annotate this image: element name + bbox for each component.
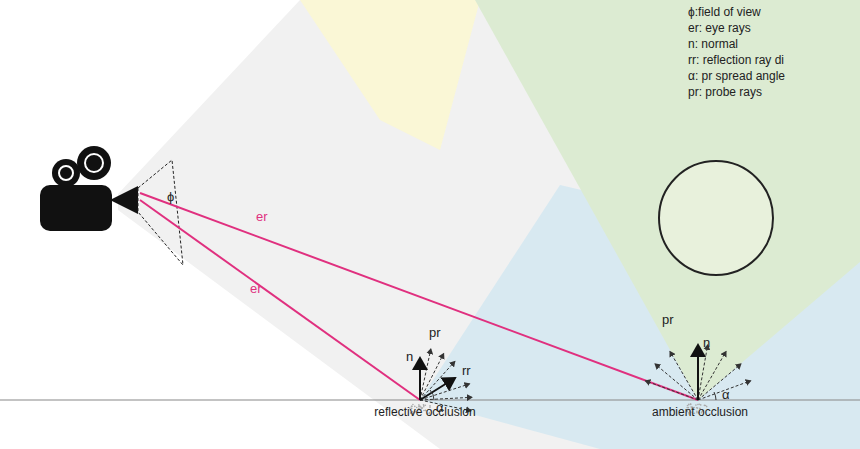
legend-note: α: pr spread angle xyxy=(688,70,785,84)
normal-arrow xyxy=(697,345,699,400)
legend-note: rr: reflection ray di xyxy=(688,54,784,68)
legend-note: pr: probe rays xyxy=(688,86,762,100)
ray-label: er xyxy=(250,282,262,297)
probe-ray xyxy=(420,349,431,400)
angle-label: α xyxy=(722,388,730,403)
probe-ray xyxy=(420,397,472,400)
eye-ray xyxy=(140,200,420,400)
legend-note: n: normal xyxy=(688,38,738,52)
camera xyxy=(40,146,138,231)
probe-rays xyxy=(420,345,751,411)
probe-ray xyxy=(645,381,698,400)
field-of-view xyxy=(138,160,183,265)
angle-arc xyxy=(430,390,434,400)
probe-ray xyxy=(655,364,698,400)
ray-label: er xyxy=(256,210,268,225)
view-cone xyxy=(118,0,860,449)
probe-ray xyxy=(670,352,698,401)
reflection-label: rr xyxy=(462,364,471,379)
fov-symbol: ϕ xyxy=(167,190,174,205)
caption-label: ambient occlusion xyxy=(652,406,748,420)
caption-label: reflective occlusion xyxy=(374,406,475,420)
ambient-cone xyxy=(475,0,860,400)
eye-ray xyxy=(140,193,698,400)
normal-label: n xyxy=(703,336,710,351)
probe-label: pr xyxy=(662,313,674,328)
reflection-ray xyxy=(420,378,455,400)
probe-ray xyxy=(420,354,444,400)
legend-note: er: eye rays xyxy=(688,22,751,36)
occluder-sphere xyxy=(659,161,773,275)
probe-label: pr xyxy=(429,326,441,341)
probe-ray xyxy=(420,361,455,400)
reflection-cone xyxy=(300,0,480,150)
legend-note: ϕ:field of view xyxy=(688,6,761,20)
angle-arc xyxy=(714,392,716,400)
probe-ray xyxy=(698,352,726,401)
probe-ray xyxy=(698,345,708,400)
normal-arrow xyxy=(419,358,421,400)
probe-ray xyxy=(698,364,741,400)
normal-label: n xyxy=(406,350,413,365)
